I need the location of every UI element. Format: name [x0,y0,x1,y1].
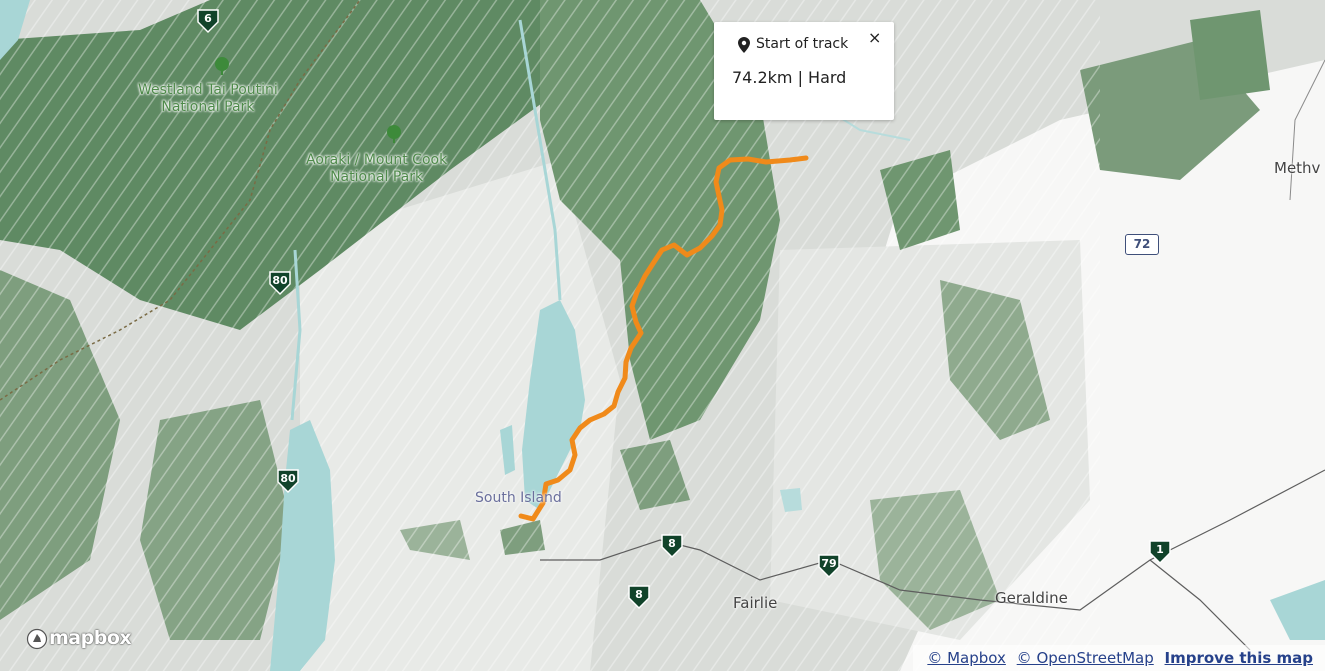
mapbox-attribution-link[interactable]: © Mapbox [927,649,1006,667]
popup-title-row: Start of track [736,36,849,53]
tree-icon [387,125,401,143]
highway-number: 80 [280,472,296,485]
highway-number: 79 [821,557,837,570]
town-label-methven: Methv [1274,159,1321,177]
town-label-fairlie: Fairlie [733,594,778,612]
park-label-westland: Westland Tai Poutini National Park [138,82,278,116]
highway-number: 8 [668,537,676,550]
town-label-geraldine: Geraldine [995,589,1068,607]
highway-shield-80: 80 [276,468,300,494]
attribution-bar: © Mapbox © OpenStreetMap Improve this ma… [913,645,1325,671]
osm-attribution-link[interactable]: © OpenStreetMap [1016,649,1154,667]
highway-number: 1 [1156,543,1164,556]
shield-icon [818,554,840,579]
park-label-line: Westland Tai Poutini [138,82,278,98]
shield-icon [1149,540,1171,565]
shield-icon [661,534,683,559]
shield-icon [269,271,291,296]
highway-shield-8: 8 [660,533,684,559]
popup-title: Start of track [756,36,849,52]
highway-number: 80 [272,274,288,287]
park-label-aoraki: Aoraki / Mount Cook National Park [306,152,447,186]
mapbox-logo-icon [26,628,48,650]
highway-shield-79: 79 [817,553,841,579]
highway-number: 6 [204,12,212,25]
shield-icon [628,585,650,610]
shield-icon [277,469,299,494]
popup-stats: 74.2km | Hard [732,68,847,87]
popup-close-button[interactable]: × [868,28,882,47]
mapbox-logo-text: mapbox [49,627,132,649]
park-label-line: Aoraki / Mount Cook [306,152,448,168]
highway-box-72: 72 [1125,234,1159,255]
track-popup: Start of track 74.2km | Hard × [714,22,894,120]
park-label-line: National Park [330,169,424,185]
tree-icon [215,57,229,75]
park-label-line: National Park [161,99,255,115]
map-pin-icon [738,37,750,53]
highway-shield-8: 8 [627,584,651,610]
improve-map-link[interactable]: Improve this map [1164,649,1313,667]
highway-number: 8 [635,588,643,601]
highway-shield-80: 80 [268,270,292,296]
shield-icon [197,9,219,34]
highway-shield-6: 6 [196,8,220,34]
region-label: South Island [475,490,562,506]
track-route[interactable] [518,155,809,522]
highway-shield-1: 1 [1148,539,1172,565]
